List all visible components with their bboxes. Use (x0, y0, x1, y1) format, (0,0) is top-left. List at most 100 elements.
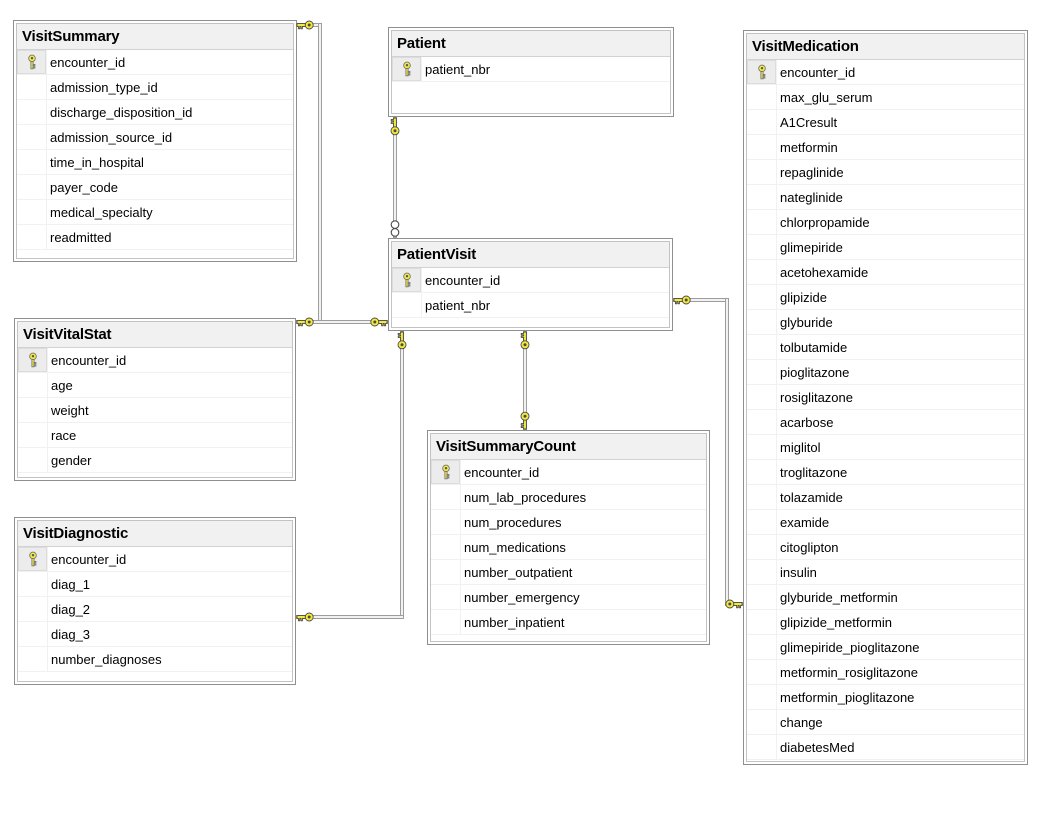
key-cell (747, 685, 777, 709)
column-row[interactable]: patient_nbr (392, 293, 669, 318)
column-row[interactable]: tolbutamide (747, 335, 1024, 360)
column-name: payer_code (50, 179, 118, 195)
table-title[interactable]: Patient (392, 31, 670, 57)
column-row[interactable]: citoglipton (747, 535, 1024, 560)
column-name: A1Cresult (780, 114, 838, 130)
column-row[interactable]: number_diagnoses (18, 647, 292, 672)
column-row[interactable]: race (18, 423, 292, 448)
column-row[interactable]: A1Cresult (747, 110, 1024, 135)
column-name: max_glu_serum (780, 89, 873, 105)
column-name: insulin (780, 564, 817, 580)
primary-key-icon (18, 547, 48, 571)
column-name: acetohexamide (780, 264, 869, 280)
key-cell (747, 535, 777, 559)
column-row[interactable]: glimepiride_pioglitazone (747, 635, 1024, 660)
relationship-line[interactable] (393, 117, 397, 238)
column-row[interactable]: glimepiride (747, 235, 1024, 260)
column-row[interactable]: encounter_id (18, 547, 292, 572)
column-row[interactable]: acarbose (747, 410, 1024, 435)
column-row[interactable]: glyburide_metformin (747, 585, 1024, 610)
column-row[interactable]: diag_3 (18, 622, 292, 647)
column-row[interactable]: encounter_id (392, 268, 669, 293)
column-row[interactable]: num_lab_procedures (431, 485, 706, 510)
column-row[interactable]: diabetesMed (747, 735, 1024, 760)
column-row[interactable]: readmitted (17, 225, 293, 250)
table-title[interactable]: VisitSummary (17, 24, 293, 50)
column-row[interactable]: tolazamide (747, 485, 1024, 510)
column-row[interactable]: weight (18, 398, 292, 423)
key-cell (747, 360, 777, 384)
column-row[interactable]: metformin_rosiglitazone (747, 660, 1024, 685)
column-row[interactable]: encounter_id (17, 50, 293, 75)
key-cell (17, 150, 47, 174)
key-cell (431, 610, 461, 634)
table-title[interactable]: PatientVisit (392, 242, 669, 268)
column-row[interactable]: examide (747, 510, 1024, 535)
relationship-line[interactable] (523, 331, 527, 430)
column-row[interactable]: time_in_hospital (17, 150, 293, 175)
column-row[interactable]: encounter_id (431, 460, 706, 485)
column-row[interactable]: gender (18, 448, 292, 473)
column-row[interactable]: pioglitazone (747, 360, 1024, 385)
column-row[interactable]: metformin (747, 135, 1024, 160)
relationship-line[interactable] (296, 320, 388, 324)
column-row[interactable]: encounter_id (18, 348, 292, 373)
table-title[interactable]: VisitMedication (747, 34, 1024, 60)
key-cell (431, 510, 461, 534)
key-cell (17, 75, 47, 99)
column-row[interactable]: glipizide_metformin (747, 610, 1024, 635)
key-cell (17, 125, 47, 149)
column-row[interactable]: chlorpropamide (747, 210, 1024, 235)
column-row[interactable]: payer_code (17, 175, 293, 200)
column-row[interactable]: insulin (747, 560, 1024, 585)
column-row[interactable]: num_medications (431, 535, 706, 560)
relationship-line[interactable] (318, 23, 322, 324)
table-title[interactable]: VisitVitalStat (18, 322, 292, 348)
column-row[interactable]: encounter_id (747, 60, 1024, 85)
column-row[interactable]: diag_2 (18, 597, 292, 622)
column-row[interactable]: patient_nbr (392, 57, 670, 82)
column-row[interactable]: admission_source_id (17, 125, 293, 150)
key-cell (747, 85, 777, 109)
column-row[interactable]: number_outpatient (431, 560, 706, 585)
column-row[interactable]: troglitazone (747, 460, 1024, 485)
column-row[interactable]: max_glu_serum (747, 85, 1024, 110)
column-row[interactable]: age (18, 373, 292, 398)
column-row[interactable]: diag_1 (18, 572, 292, 597)
column-row[interactable]: glyburide (747, 310, 1024, 335)
column-row[interactable]: acetohexamide (747, 260, 1024, 285)
primary-key-icon (17, 50, 47, 74)
relationship-line[interactable] (296, 615, 404, 619)
column-row[interactable]: repaglinide (747, 160, 1024, 185)
column-row[interactable]: number_inpatient (431, 610, 706, 635)
column-row[interactable]: number_emergency (431, 585, 706, 610)
column-name: age (51, 377, 73, 393)
column-row[interactable]: num_procedures (431, 510, 706, 535)
table-title[interactable]: VisitDiagnostic (18, 521, 292, 547)
primary-key-icon (18, 348, 48, 372)
table-title[interactable]: VisitSummaryCount (431, 434, 706, 460)
key-cell (431, 585, 461, 609)
column-row[interactable]: discharge_disposition_id (17, 100, 293, 125)
key-cell (18, 622, 48, 646)
column-row[interactable]: nateglinide (747, 185, 1024, 210)
column-row[interactable]: miglitol (747, 435, 1024, 460)
column-row[interactable]: glipizide (747, 285, 1024, 310)
column-row[interactable]: medical_specialty (17, 200, 293, 225)
column-row[interactable]: change (747, 710, 1024, 735)
relationship-line[interactable] (725, 298, 729, 606)
column-row[interactable]: metformin_pioglitazone (747, 685, 1024, 710)
column-row[interactable]: rosiglitazone (747, 385, 1024, 410)
relationship-line[interactable] (400, 331, 404, 619)
column-name: patient_nbr (425, 297, 491, 313)
column-row[interactable]: admission_type_id (17, 75, 293, 100)
key-cell (431, 485, 461, 509)
